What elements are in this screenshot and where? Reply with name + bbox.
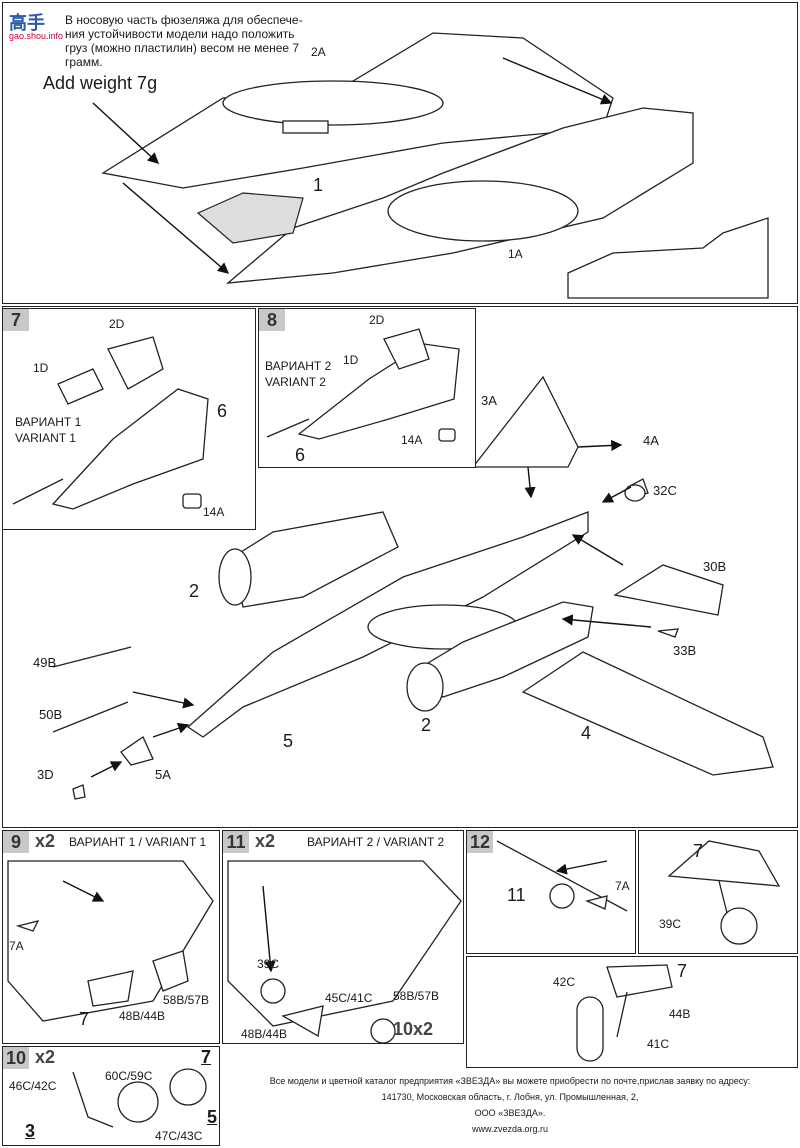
- step9-panel: 9 x2 ВАРИАНТ 1 / VARIANT 1 7A 58B/57B 48…: [2, 830, 220, 1044]
- step9-title: ВАРИАНТ 1 / VARIANT 1: [69, 835, 207, 849]
- step-4-label: 4: [581, 723, 592, 743]
- step11-panel: 11 x2 ВАРИАНТ 2 / VARIANT 2 39C 45C/41C …: [222, 830, 464, 1044]
- canopy-variant2-drawing: [266, 328, 460, 442]
- russian-weight-note-4: грамм.: [65, 55, 103, 69]
- step8-substep: 6: [295, 445, 306, 465]
- step11-part-48b: 48B/44B: [241, 1027, 288, 1041]
- step10-step5: 5: [207, 1107, 218, 1127]
- step11-part-58b: 58B/57B: [393, 989, 440, 1003]
- step10-step7: 7: [201, 1047, 212, 1067]
- step11-title: ВАРИАНТ 2 / VARIANT 2: [307, 835, 445, 849]
- step8-variant-en: VARIANT 2: [265, 375, 326, 389]
- step1-number: 1: [313, 175, 324, 195]
- step9-badge: 9: [3, 831, 29, 853]
- main-gear-panel: 7 39C: [638, 830, 798, 954]
- russian-weight-note-2: ния устойчивости модели надо положить: [65, 27, 295, 41]
- main-gear-part-39c: 39C: [659, 917, 682, 931]
- step7-part-2d: 2D: [109, 317, 125, 331]
- part-33b-label: 33B: [673, 643, 697, 658]
- step12-panel: 12 11 7A: [466, 830, 636, 954]
- footer-line-1: Все модели и цветной каталог предприятия…: [269, 1076, 751, 1086]
- step11-badge: 11: [223, 831, 249, 853]
- footer-line-2: 141730, Московская область, г. Лобня, ул…: [381, 1092, 639, 1102]
- russian-weight-note-1: В носовую часть фюзеляжа для обеспече-: [65, 13, 303, 27]
- strut-part-42c: 42C: [553, 975, 576, 989]
- part-50b-label: 50B: [39, 707, 63, 722]
- step8-part-14a: 14A: [401, 433, 423, 447]
- part-3d-label: 3D: [37, 767, 54, 782]
- step12-step11: 11: [507, 885, 526, 905]
- main-assembly-drawing: [52, 375, 774, 800]
- step11-part-39c: 39C: [257, 957, 280, 971]
- step8-variant-ru: ВАРИАНТ 2: [265, 359, 332, 373]
- step9-step7: 7: [79, 1009, 90, 1029]
- step7-part-1d: 1D: [33, 361, 49, 375]
- strut-part-44b: 44B: [669, 1007, 691, 1021]
- fuselage-halves-drawing: [92, 32, 769, 299]
- gear-bay-variant2-drawing: [227, 860, 462, 1044]
- step7-variant-ru: ВАРИАНТ 1: [15, 415, 82, 429]
- step9-part-48b: 48B/44B: [119, 1009, 166, 1023]
- strut-panel: 7 42C 44B 41C: [466, 956, 798, 1068]
- main-gear-drawing: [667, 840, 781, 945]
- part-4a-label: 4A: [643, 433, 659, 448]
- step7-variant-en: VARIANT 1: [15, 431, 76, 445]
- step-2-left-label: 2: [189, 581, 200, 601]
- step8-panel: 8 2D 1D ВАРИАНТ 2 VARIANT 2 6 14A: [258, 308, 476, 468]
- step7-substep: 6: [217, 401, 228, 421]
- step-2-right-label: 2: [421, 715, 432, 735]
- step7-panel: 7 2D 1D ВАРИАНТ 1 VARIANT 1 6 14A: [2, 308, 256, 530]
- step10-part-60c: 60C/59C: [105, 1069, 153, 1083]
- part-32c-label: 32C: [653, 483, 677, 498]
- step10-step3: 3: [25, 1121, 36, 1141]
- strut-part-41c: 41C: [647, 1037, 670, 1051]
- step10-badge: 10: [3, 1047, 29, 1069]
- part-1a-label: 1A: [508, 247, 523, 261]
- door-fitting-drawing: [496, 840, 628, 912]
- part-30b-label: 30B: [703, 559, 727, 574]
- step11-multiplier: x2: [255, 831, 276, 851]
- part-49b-label: 49B: [33, 655, 57, 670]
- step8-badge: 8: [259, 309, 285, 331]
- nose-strut-drawing: [576, 964, 673, 1062]
- step10-panel: 10 x2 46C/42C 60C/59C 7 3 5 47C/43C: [2, 1046, 220, 1146]
- step1-panel: 高手 gao.shou.info В носовую часть фюзеляж…: [2, 2, 798, 304]
- step12-badge: 12: [467, 831, 493, 853]
- part-3a-label: 3A: [481, 393, 497, 408]
- gear-bay-variant1-drawing: [7, 860, 214, 1022]
- strut-step7: 7: [677, 961, 688, 981]
- add-weight-note: Add weight 7g: [43, 73, 158, 93]
- canopy-variant1-drawing: [12, 336, 209, 510]
- step11-part-45c: 45C/41C: [325, 991, 373, 1005]
- step7-badge: 7: [3, 309, 29, 331]
- step8-part-2d: 2D: [369, 313, 385, 327]
- logo: 高手: [9, 13, 45, 33]
- step7-part-14a: 14A: [203, 505, 225, 519]
- step9-part-58b: 58B/57B: [163, 993, 210, 1007]
- step12-part-7a: 7A: [615, 879, 630, 893]
- step10-part-47c: 47C/43C: [155, 1129, 203, 1143]
- part-2a-label: 2A: [311, 45, 326, 59]
- step11-multiplier-2: 10x2: [393, 1019, 434, 1039]
- step9-part-7a: 7A: [9, 939, 24, 953]
- step9-multiplier: x2: [35, 831, 56, 851]
- step8-part-1d: 1D: [343, 353, 359, 367]
- russian-weight-note-3: груз (можно пластилин) весом не менее 7: [65, 41, 300, 55]
- wheels-drawing: [72, 1068, 207, 1128]
- main-gear-step7: 7: [693, 841, 704, 861]
- logo-subtitle: gao.shou.info: [9, 31, 64, 41]
- footer-panel: Все модели и цветной каталог предприятия…: [222, 1070, 798, 1146]
- step10-part-46c: 46C/42C: [9, 1079, 57, 1093]
- footer-line-3: ООО «ЗВЕЗДА».: [474, 1108, 546, 1118]
- part-5a-label: 5A: [155, 767, 171, 782]
- step10-multiplier: x2: [35, 1047, 56, 1067]
- footer-line-4: www.zvezda.org.ru: [471, 1124, 549, 1134]
- step-5-label: 5: [283, 731, 294, 751]
